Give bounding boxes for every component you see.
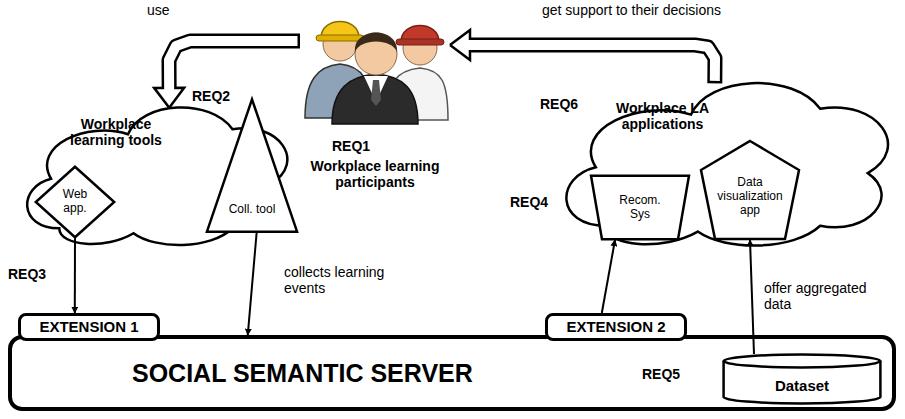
node-label: EXTENSION 2 [566, 318, 665, 335]
suit [332, 74, 418, 124]
hair [355, 33, 397, 53]
node-label: Coll. tool [229, 203, 276, 217]
helmet-brim [316, 35, 364, 41]
cylinder-top [724, 355, 881, 368]
arrow-outline [470, 45, 715, 83]
arrow-head [450, 30, 470, 60]
extension-box: EXTENSION 2 [545, 313, 687, 341]
node-title: SOCIAL SEMANTIC SERVER [132, 359, 473, 388]
connector-line [248, 233, 257, 335]
edge-label: use [145, 2, 172, 18]
connector-arrow [74, 238, 75, 313]
node-label: Data visualization app [710, 176, 790, 217]
arrow-head [154, 88, 184, 108]
dataset-cylinder: Dataset [722, 354, 882, 404]
node-label: Recom. Sys [609, 194, 671, 222]
tools-cloud: Workplace learning toolsWeb app. Coll. to… [18, 88, 293, 253]
participants-group: Workplace learning participants [300, 0, 450, 205]
edge-label: collects learning events [282, 264, 426, 296]
edge-label: get support to their decisions [540, 2, 723, 18]
head [355, 33, 397, 75]
node-label: Web app. [53, 188, 97, 216]
edge-label: offer aggregated data [762, 280, 891, 312]
web-app-diamond: Web app. [35, 166, 115, 238]
arrow-fill [169, 41, 298, 90]
node-label: Dataset [775, 377, 829, 394]
extension-box: EXTENSION 1 [18, 313, 160, 341]
block-arrow [450, 30, 715, 83]
la-apps-cloud: Workplace LA applicationsRecom. Sys Data … [555, 60, 895, 255]
connector-arrow [602, 240, 615, 313]
shape-path [36, 167, 114, 238]
helmet-brim [396, 39, 444, 45]
connector-line [602, 240, 615, 313]
shape-path [591, 176, 689, 240]
node-title: Workplace learning tools [60, 116, 172, 148]
requirement-tag: REQ5 [640, 366, 682, 382]
requirement-tag: REQ2 [190, 88, 232, 104]
arrow-fill [468, 45, 716, 81]
coll-tool-triangle: Coll. tool [206, 98, 298, 233]
requirement-tag: REQ3 [6, 266, 48, 282]
shape-path [207, 99, 297, 231]
businessman [332, 33, 418, 125]
shape-path [701, 141, 799, 239]
requirement-tag: REQ4 [508, 194, 550, 210]
recommender-trapezoid: Recom. Sys [590, 175, 690, 240]
tie [371, 80, 381, 106]
block-arrow [154, 41, 300, 108]
connector-line [74, 238, 76, 313]
shape-path [566, 83, 888, 246]
server-box: SOCIAL SEMANTIC SERVER Dataset [8, 335, 896, 411]
node-title: Workplace learning participants [300, 158, 450, 190]
requirement-tag: REQ6 [538, 96, 580, 112]
arrow-outline [169, 41, 300, 88]
connector-arrow [248, 233, 257, 335]
requirement-tag: REQ1 [330, 138, 372, 154]
node-label: EXTENSION 1 [39, 318, 138, 335]
node-title: Workplace LA applications [600, 100, 725, 132]
data-viz-pentagon: Data visualization app [700, 140, 800, 240]
